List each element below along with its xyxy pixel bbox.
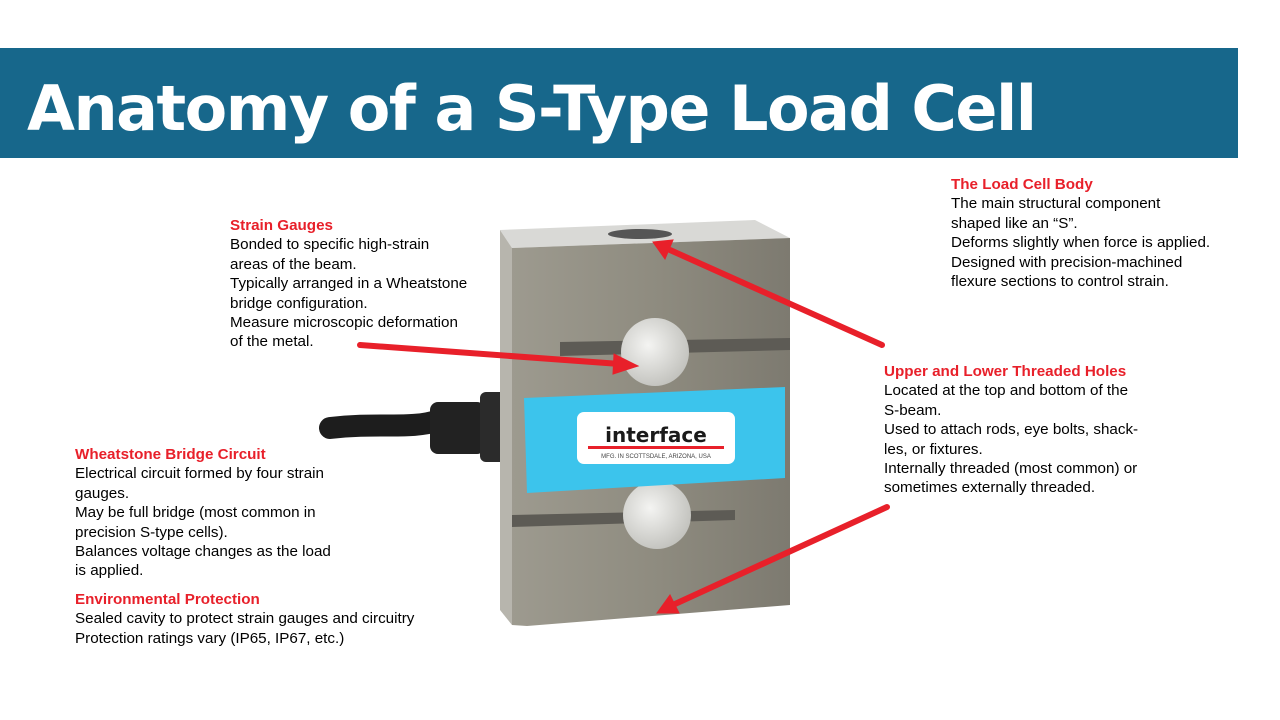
wheatstone-callout: Wheatstone Bridge Circuit Electrical cir… [75, 445, 331, 581]
load-cell-body: interface MFG. IN SCOTTSDALE, ARIZONA, U… [500, 220, 790, 626]
callout-line: les, or fixtures. [884, 440, 983, 458]
callout-line: Measure microscopic deformation [230, 314, 458, 332]
load-cell-body-heading: The Load Cell Body [951, 176, 1093, 193]
callout-line: gauges. [75, 484, 130, 502]
callout-line: Electrical circuit formed by four strain [75, 465, 324, 483]
wheatstone-heading: Wheatstone Bridge Circuit [75, 446, 266, 463]
strain-gauges-callout: Strain Gauges Bonded to specific high-st… [230, 216, 467, 352]
callout-line: Bonded to specific high-strain [230, 236, 430, 254]
upper-hole [621, 318, 689, 386]
callout-line: May be full bridge (most common in [75, 504, 316, 522]
callout-line: bridge configuration. [230, 294, 368, 312]
brand-tagline: MFG. IN SCOTTSDALE, ARIZONA, USA [601, 454, 711, 460]
callout-line: Balances voltage changes as the load [75, 543, 331, 561]
lower-hole [623, 481, 691, 549]
arrow-load-cell-body [652, 239, 885, 348]
arrow-threaded-holes [656, 504, 890, 614]
load-cell-body-callout: The Load Cell Body The main structural c… [951, 175, 1210, 291]
callout-line: precision S-type cells). [75, 523, 228, 541]
callout-line: Typically arranged in a Wheatstone [230, 275, 468, 293]
callout-line: sometimes externally threaded. [884, 479, 1096, 497]
callout-line: Located at the top and bottom of the [884, 382, 1129, 400]
callout-line: flexure sections to control strain. [951, 273, 1169, 291]
brand-name: interface [605, 423, 707, 447]
threaded-holes-callout: Upper and Lower Threaded Holes Located a… [884, 362, 1138, 498]
arrow-strain-gauges [357, 342, 640, 375]
cable [319, 392, 520, 462]
callout-line: S-beam. [884, 401, 942, 419]
environmental-callout: Environmental Protection Sealed cavity t… [75, 590, 414, 648]
callout-line: Deforms slightly when force is applied. [951, 234, 1211, 252]
callout-line: Protection ratings vary (IP65, IP67, etc… [75, 629, 345, 647]
callout-line: Used to attach rods, eye bolts, shack- [884, 421, 1139, 439]
environmental-heading: Environmental Protection [75, 591, 260, 608]
callout-line: Internally threaded (most common) or [884, 460, 1138, 478]
page-title: Anatomy of a S-Type Load Cell [27, 72, 1037, 145]
title-banner: Anatomy of a S-Type Load Cell [0, 48, 1238, 158]
threaded-holes-heading: Upper and Lower Threaded Holes [884, 363, 1127, 380]
callout-line: is applied. [75, 562, 144, 580]
callout-line: The main structural component [951, 195, 1161, 213]
callout-line: Designed with precision-machined [951, 253, 1183, 271]
callout-line: areas of the beam. [230, 255, 357, 273]
brand-logo [577, 412, 735, 464]
strain-gauges-heading: Strain Gauges [230, 217, 333, 234]
top-threaded-hole [608, 229, 672, 239]
callout-line: Sealed cavity to protect strain gauges a… [75, 610, 415, 628]
callout-line: of the metal. [230, 333, 314, 351]
callout-line: shaped like an “S”. [951, 214, 1078, 232]
